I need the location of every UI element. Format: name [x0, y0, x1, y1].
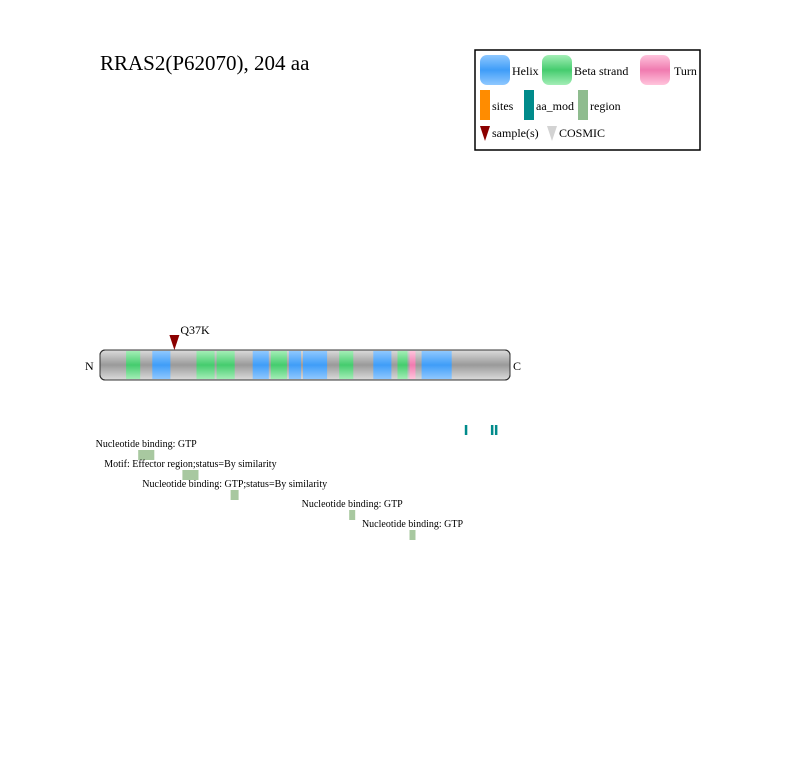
legend-label-cosmic: COSMIC	[559, 126, 605, 140]
mutation-marker-0[interactable]	[169, 335, 180, 350]
aa-mod-marker-1[interactable]	[490, 425, 494, 435]
ss-beta-0	[126, 351, 141, 379]
legend-label-region: region	[590, 99, 621, 113]
ss-beta-3	[216, 351, 235, 379]
legend-label-sites: sites	[492, 99, 514, 113]
legend-label-helix: Helix	[512, 64, 539, 78]
region-label-3: Nucleotide binding: GTP	[302, 499, 404, 510]
cosmic-triangle-icon	[547, 126, 557, 141]
region-label-1: Motif: Effector region;status=By similar…	[104, 459, 276, 470]
ss-helix-1	[152, 351, 171, 379]
region-bar-0[interactable]	[138, 450, 155, 460]
mutation-label-0: Q37K	[180, 323, 210, 337]
protein-outline	[99, 349, 511, 381]
aa-mod-layer	[464, 425, 498, 435]
c-terminus-label: C	[513, 359, 521, 373]
legend-label-turn: Turn	[674, 64, 697, 78]
sample-triangle-icon	[480, 126, 490, 141]
helix-swatch	[480, 55, 510, 85]
n-terminus-label: N	[85, 359, 94, 373]
legend-label-beta-strand: Beta strand	[574, 64, 628, 78]
mutation-layer: Q37K	[169, 323, 210, 350]
region-layer: Nucleotide binding: GTP Motif: Effector r…	[96, 439, 464, 540]
ss-helix-12	[421, 351, 452, 379]
aa-mod-marker-0[interactable]	[464, 425, 468, 435]
region-label-0: Nucleotide binding: GTP	[96, 439, 198, 450]
region-label-4: Nucleotide binding: GTP	[362, 519, 464, 530]
region-bar-3[interactable]	[349, 510, 356, 520]
aa-mod-marker-2[interactable]	[494, 425, 498, 435]
ss-beta-10	[397, 351, 408, 379]
ss-helix-4	[252, 351, 269, 379]
region-bar-4[interactable]	[409, 530, 416, 540]
page-title: RRAS2(P62070), 204 aa	[100, 51, 310, 75]
ss-beta-2	[196, 351, 215, 379]
legend-label-aa-mod: aa_mod	[536, 99, 574, 113]
region-swatch	[578, 90, 588, 120]
protein-track: N C	[85, 349, 521, 381]
secondary-structure-layer	[126, 351, 452, 379]
region-bar-2[interactable]	[230, 490, 239, 500]
ss-beta-5	[270, 351, 287, 379]
ss-helix-6	[288, 351, 301, 379]
ss-turn-11	[409, 351, 416, 379]
beta-strand-swatch	[542, 55, 572, 85]
ss-helix-9	[373, 351, 392, 379]
aa-mod-swatch	[524, 90, 534, 120]
legend-label-samples: sample(s)	[492, 126, 539, 140]
legend: Helix Beta strand Turn sites aa_mod regi…	[474, 49, 701, 151]
sites-swatch	[480, 90, 490, 120]
ss-beta-8	[339, 351, 354, 379]
region-bar-1[interactable]	[182, 470, 199, 480]
turn-swatch	[640, 55, 670, 85]
ss-helix-7	[303, 351, 328, 379]
region-label-2: Nucleotide binding: GTP;status=By simila…	[142, 479, 327, 490]
